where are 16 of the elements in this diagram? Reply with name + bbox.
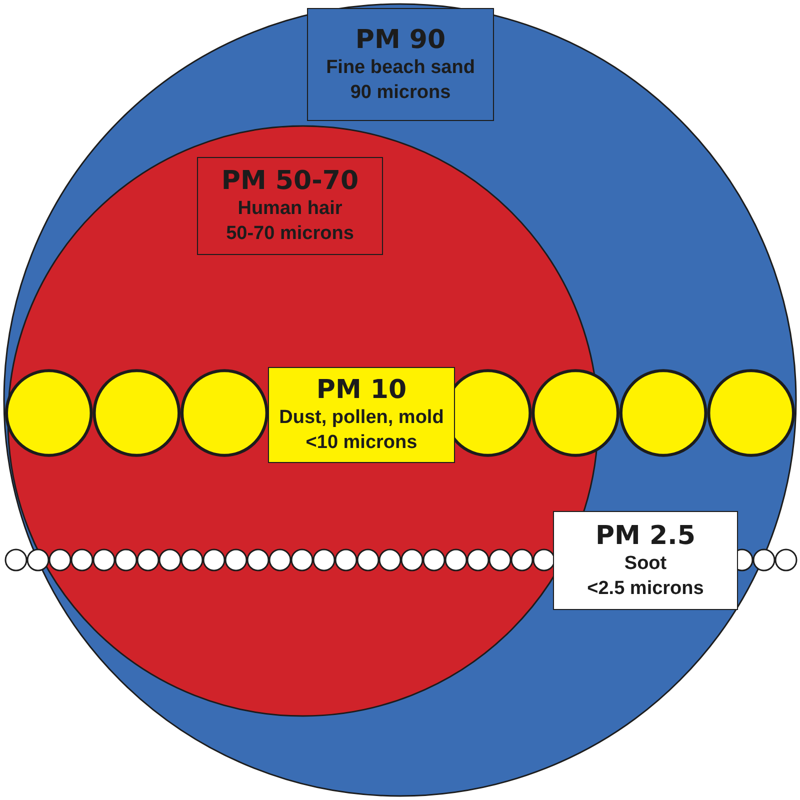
particle-class-heading: PM 50-70: [221, 166, 359, 196]
particle-source-text: Fine beach sand: [326, 56, 475, 80]
particle-size-text: 50-70 microns: [226, 222, 354, 246]
label-box: [553, 511, 738, 610]
particle-size-text: <10 microns: [306, 431, 418, 455]
particle-source-text: Soot: [624, 552, 667, 576]
particle-source-text: Dust, pollen, mold: [279, 406, 444, 430]
label-box: [197, 157, 383, 255]
particle-size-text: <2.5 microns: [587, 576, 704, 600]
particle-class-heading: PM 90: [355, 24, 446, 54]
particle-size-text: 90 microns: [350, 80, 451, 104]
label-box: [268, 367, 455, 463]
particle-source-text: Human hair: [238, 197, 342, 221]
particle-class-heading: PM 2.5: [595, 520, 696, 550]
label-box: [307, 8, 494, 121]
particle-class-heading: PM 10: [316, 375, 407, 405]
